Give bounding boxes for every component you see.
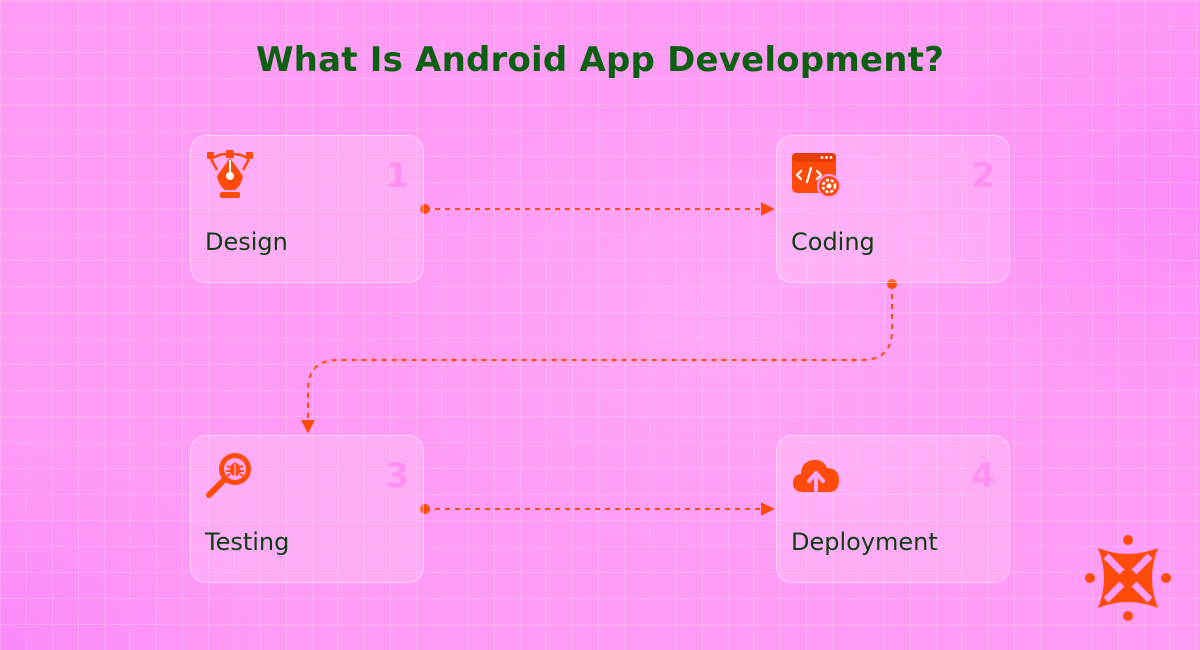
connector-1-2 <box>420 202 775 216</box>
connector-line <box>301 284 893 434</box>
connector-3-4 <box>420 502 775 516</box>
step-number: 1 <box>385 156 409 196</box>
step-label: Deployment <box>791 528 938 556</box>
bug-search-icon <box>205 450 255 500</box>
page-title: What Is Android App Development? <box>255 40 945 80</box>
step-card-coding: 2 Coding <box>776 135 1010 283</box>
step-number: 2 <box>971 156 995 196</box>
pen-tool-icon <box>205 150 255 200</box>
step-label: Design <box>205 228 288 256</box>
code-window-gear-icon <box>791 150 841 200</box>
step-card-testing: 3 Testing <box>190 435 424 583</box>
step-label: Testing <box>205 528 290 556</box>
step-label: Coding <box>791 228 875 256</box>
step-number: 3 <box>385 456 409 496</box>
step-card-design: 1 Design <box>190 135 424 283</box>
step-number: 4 <box>971 456 995 496</box>
brand-logo-icon <box>1084 534 1172 622</box>
step-card-deployment: 4 Deployment <box>776 435 1010 583</box>
cloud-upload-icon <box>791 450 841 500</box>
connector-2-3 <box>301 279 897 434</box>
